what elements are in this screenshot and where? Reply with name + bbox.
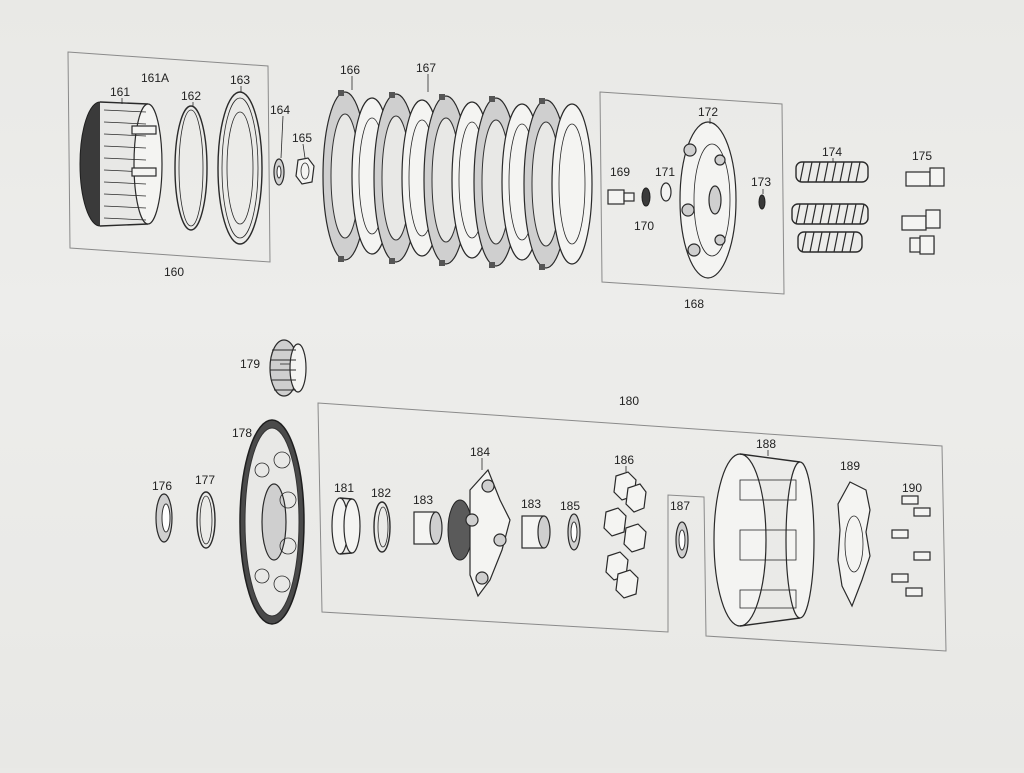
part-163-pressure-plate — [217, 91, 263, 245]
label-166: 166 — [340, 63, 360, 77]
label-187: 187 — [670, 499, 690, 513]
label-176: 176 — [152, 479, 172, 493]
part-190-bolts — [891, 495, 931, 597]
label-190: 190 — [902, 481, 922, 495]
label-168: 168 — [684, 297, 704, 311]
label-167: 167 — [416, 61, 436, 75]
part-189-backing-plate — [837, 481, 871, 608]
label-183-right: 183 — [521, 497, 541, 511]
part-183-needle-bearing-right — [521, 515, 551, 549]
part-182-thrust-washer — [373, 501, 391, 553]
label-165: 165 — [292, 131, 312, 145]
part-175-bolts — [901, 167, 945, 255]
label-182: 182 — [371, 486, 391, 500]
label-174: 174 — [822, 145, 842, 159]
part-183-needle-bearing-left — [413, 511, 443, 545]
label-177: 177 — [195, 473, 215, 487]
part-172-pressure-disc — [679, 121, 737, 279]
label-185: 185 — [560, 499, 580, 513]
part-169-bolt — [607, 189, 635, 205]
label-164: 164 — [270, 103, 290, 117]
label-163: 163 — [230, 73, 250, 87]
part-173-pin — [758, 194, 766, 210]
label-162: 162 — [181, 89, 201, 103]
label-183-left: 183 — [413, 493, 433, 507]
part-178-primary-gear — [239, 419, 305, 625]
part-166-167-clutch-plate-stack — [322, 90, 593, 270]
part-176-seal — [155, 493, 173, 543]
label-175: 175 — [912, 149, 932, 163]
part-165-nut — [295, 157, 315, 185]
label-160: 160 — [164, 265, 184, 279]
part-174-clutch-springs — [791, 161, 869, 253]
label-181: 181 — [334, 481, 354, 495]
part-188-outer-clutch-drum — [713, 453, 815, 627]
label-161: 161 — [110, 85, 130, 99]
label-179: 179 — [240, 357, 260, 371]
label-161A: 161A — [141, 71, 169, 85]
part-179-small-gear — [269, 339, 307, 397]
part-184-clutch-hub — [447, 468, 511, 598]
part-161-clutch-basket — [79, 101, 163, 227]
label-172: 172 — [698, 105, 718, 119]
part-187-oring — [675, 521, 689, 559]
group-box-168 — [599, 91, 785, 295]
label-188: 188 — [756, 437, 776, 451]
label-171: 171 — [655, 165, 675, 179]
label-186: 186 — [614, 453, 634, 467]
group-box-160 — [67, 51, 271, 263]
part-185-washer — [567, 513, 581, 551]
group-box-180 — [317, 402, 947, 652]
label-169: 169 — [610, 165, 630, 179]
label-184: 184 — [470, 445, 490, 459]
label-180: 180 — [619, 394, 639, 408]
part-171-washer — [660, 182, 672, 202]
part-181-bushing — [331, 497, 361, 555]
part-164-washer — [273, 158, 285, 186]
label-170: 170 — [634, 219, 654, 233]
label-178: 178 — [232, 426, 252, 440]
part-186-dampers — [603, 471, 647, 599]
part-170-washer — [641, 187, 651, 207]
callout-labels: 161 161A 162 163 164 165 166 167 160 172… — [110, 61, 932, 513]
label-173: 173 — [751, 175, 771, 189]
part-162-wire-ring — [174, 105, 208, 231]
label-189: 189 — [840, 459, 860, 473]
part-177-circlip — [196, 491, 216, 549]
